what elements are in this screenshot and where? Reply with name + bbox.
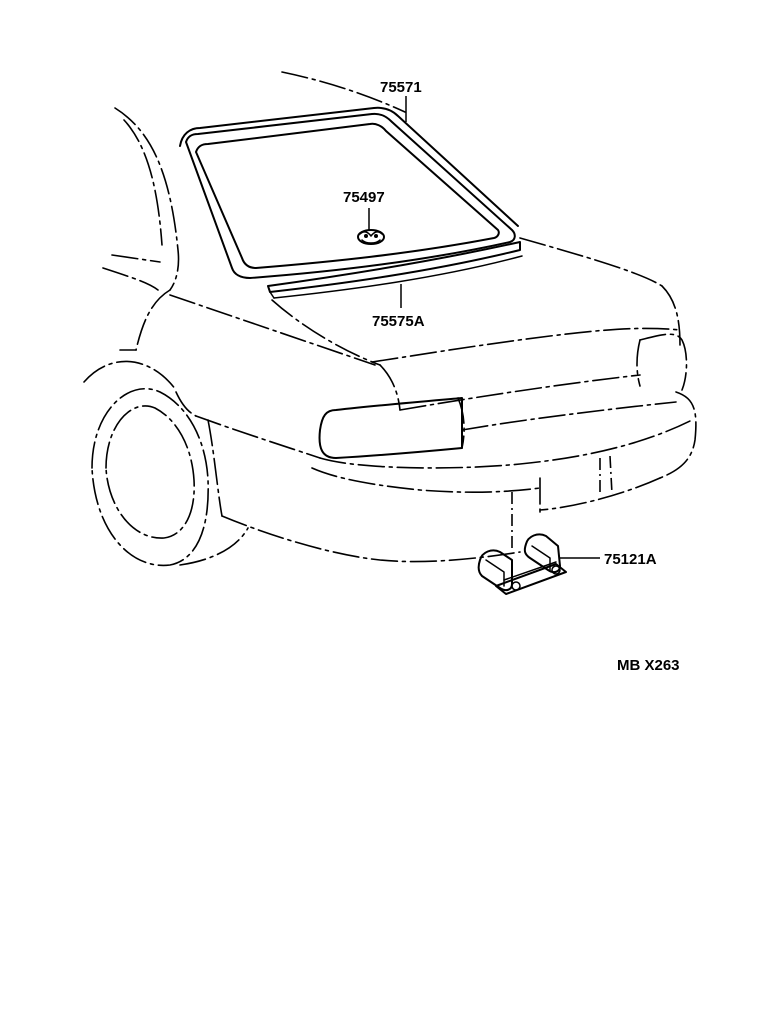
- callout-75571: 75571: [380, 79, 422, 96]
- leader-lines: [368, 96, 600, 559]
- emblem-graphic: [357, 229, 385, 245]
- callout-75121a: 75121A: [604, 551, 657, 568]
- reference-code: MB X263: [617, 657, 680, 674]
- callout-75497: 75497: [343, 189, 385, 206]
- rear-window-glass: [179, 106, 519, 279]
- callout-75575a: 75575A: [372, 313, 425, 330]
- car-body-outline: [83, 71, 697, 567]
- license-plate-bracket: [477, 533, 567, 595]
- lower-moulding: [267, 241, 523, 299]
